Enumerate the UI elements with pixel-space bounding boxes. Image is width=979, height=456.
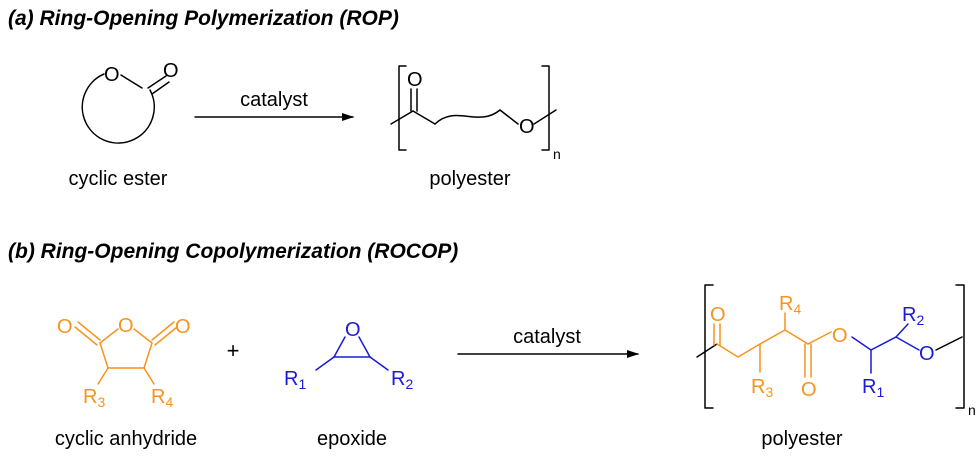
plus-sign: +	[227, 338, 240, 363]
ring-oxygen: O	[104, 64, 120, 86]
catalyst-label-a: catalyst	[240, 89, 308, 111]
section-a-title: (a) Ring-Opening Polymerization (ROP)	[8, 7, 399, 30]
bracket-left	[398, 65, 407, 151]
polyester-a-structure: O O n	[390, 65, 561, 162]
polyester-a-label: polyester	[429, 168, 511, 190]
cyclic-ester-structure: O O	[81, 60, 179, 144]
anhydride-r4: R4	[151, 386, 173, 410]
anhydride-r3: R3	[83, 386, 105, 410]
epoxide-r2: R2	[391, 368, 413, 392]
bracket-right-b	[955, 284, 965, 409]
carbonyl-oxygen-b: O	[710, 304, 726, 326]
repeat-n-a: n	[553, 146, 561, 162]
anhydride-ring-oxygen: O	[118, 315, 134, 337]
epoxide-oxygen: O	[345, 319, 361, 341]
ester-oxygen-b: O	[832, 325, 848, 347]
ester-o-c-bond	[120, 74, 143, 89]
polyester-b-structure: O R4 R3 O O R2 R1 O n	[696, 284, 976, 418]
bracket-left-b	[704, 284, 714, 409]
carbonyl-bond-1	[147, 75, 167, 89]
epoxide-structure: O R1 R2	[284, 319, 413, 392]
carbonyl-oxygen: O	[163, 60, 179, 82]
polyester-r3: R3	[751, 376, 773, 400]
cyclic-ester-label: cyclic ester	[68, 168, 168, 190]
ester-oxygen-a: O	[519, 116, 535, 138]
section-b-title: (b) Ring-Opening Copolymerization (ROCOP…	[8, 240, 459, 263]
ester-carbonyl-oxygen: O	[801, 379, 817, 401]
bracket-right	[541, 65, 550, 151]
polyester-r2: R2	[902, 304, 924, 328]
polyester-r1: R1	[862, 376, 884, 400]
repeat-n-b: n	[968, 402, 976, 418]
cyclic-anhydride-label: cyclic anhydride	[54, 428, 198, 450]
cyclic-anhydride-structure: O O O R3 R4	[57, 315, 191, 410]
catalyst-label-b: catalyst	[513, 326, 581, 348]
epoxide-label: epoxide	[316, 428, 388, 450]
carbonyl-oxygen-a: O	[407, 69, 423, 91]
ether-oxygen-b: O	[919, 343, 935, 365]
anhydride-carbonyl-oxygen-right: O	[175, 316, 191, 338]
carbonyl-bond-2	[151, 81, 170, 95]
polyester-b-label: polyester	[761, 428, 843, 450]
polyester-r4: R4	[779, 293, 801, 317]
epoxide-r1: R1	[284, 368, 306, 392]
anhydride-carbonyl-oxygen-left: O	[57, 316, 73, 338]
